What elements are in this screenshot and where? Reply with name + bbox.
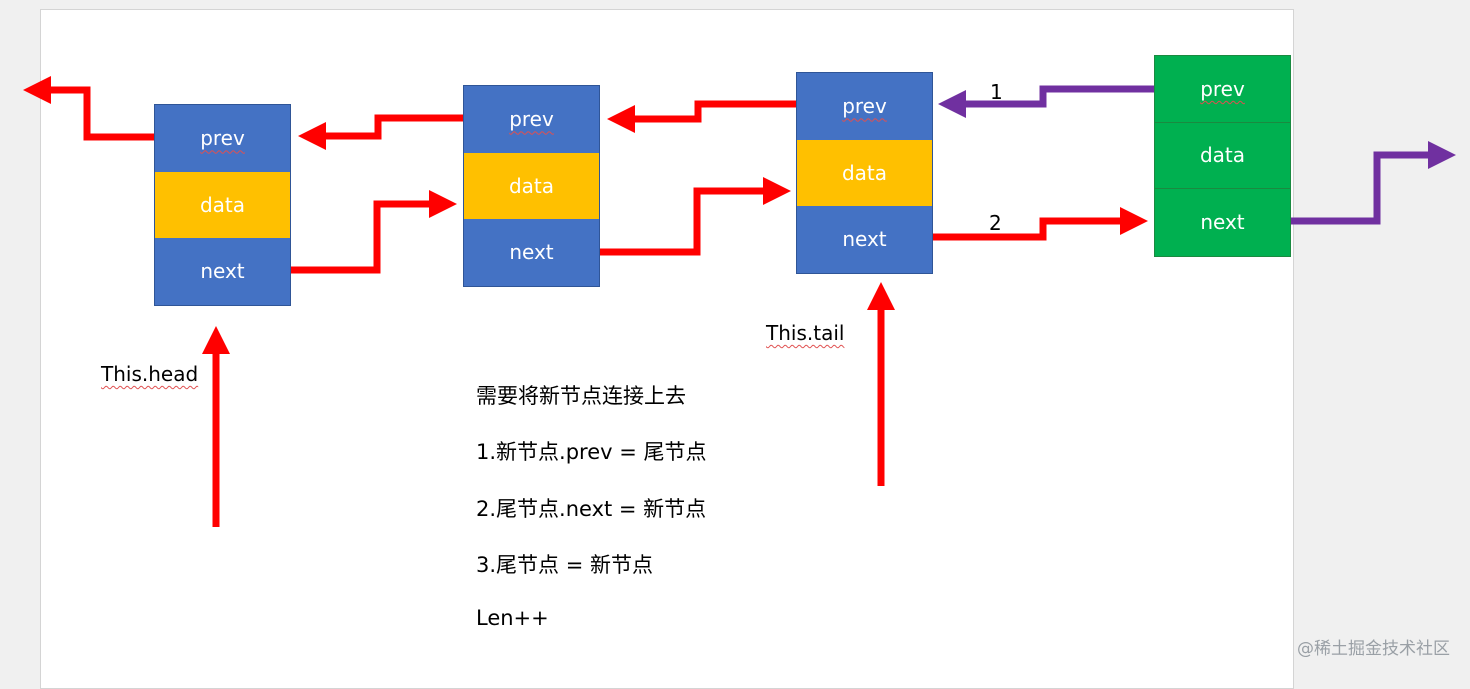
new-node-next-cell: next [1155, 189, 1290, 256]
node2-prev-cell: prev [464, 86, 599, 153]
note-step2: 2.尾节点.next = 新节点 [476, 497, 707, 521]
new-node-prev-cell: prev [1155, 56, 1290, 123]
list-node-1: prev data next [154, 104, 291, 306]
head-label: This.head [101, 362, 199, 386]
note-step1: 1.新节点.prev = 尾节点 [476, 440, 707, 464]
tail-label: This.tail [766, 321, 845, 345]
watermark: @稀土掘金技术社区 [1297, 639, 1450, 659]
note-len: Len++ [476, 606, 549, 630]
node3-prev-cell: prev [797, 73, 932, 140]
node2-next-cell: next [464, 219, 599, 286]
node3-data-cell: data [797, 139, 932, 206]
step2-label: 2 [989, 211, 1002, 235]
node1-next-cell: next [155, 238, 290, 305]
step1-label: 1 [990, 80, 1003, 104]
list-node-2: prev data next [463, 85, 600, 287]
note-step3: 3.尾节点 = 新节点 [476, 553, 653, 577]
list-node-new: prev data next [1154, 55, 1291, 257]
note-title: 需要将新节点连接上去 [476, 384, 686, 408]
arrow-new-next-out [1291, 141, 1456, 225]
node3-next-cell: next [797, 206, 932, 273]
node1-prev-cell: prev [155, 105, 290, 172]
node2-data-cell: data [464, 152, 599, 219]
node1-data-cell: data [155, 171, 290, 238]
new-node-data-cell: data [1155, 122, 1290, 189]
list-node-3-tail: prev data next [796, 72, 933, 274]
